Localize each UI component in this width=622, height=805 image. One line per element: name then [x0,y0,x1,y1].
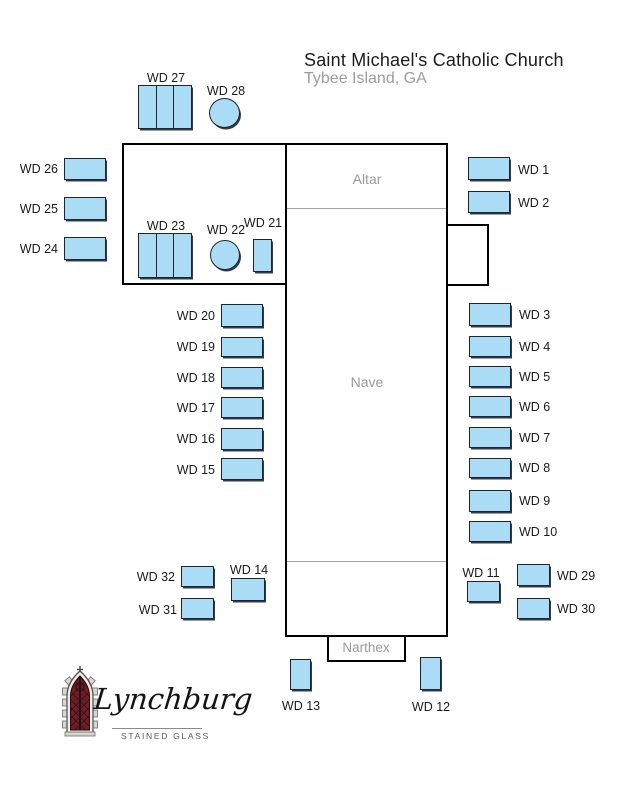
window-wd32-shape [181,566,214,587]
window-wd31-label: WD 31 [138,603,177,617]
window-wd26-label: WD 26 [19,162,58,176]
window-wd24-shape [64,237,106,260]
window-wd23-shape [138,233,192,278]
logo-divider-line [112,728,202,729]
altar-divider-line [287,208,446,209]
window-wd16-label: WD 16 [176,432,215,446]
lynchburg-logo: Lynchburg STAINED GLASS [60,664,280,750]
window-wd20-label: WD 20 [176,309,215,323]
window-wd17-shape [221,397,263,418]
window-wd5-label: WD 5 [519,370,551,384]
window-wd25-label: WD 25 [19,202,58,216]
window-wd9-shape [469,490,511,512]
window-wd20-shape [221,304,263,327]
narthex-area-label: Narthex [342,640,390,655]
window-wd19-label: WD 19 [176,340,215,354]
window-wd23-label: WD 23 [146,219,186,233]
window-wd2-label: WD 2 [518,196,550,210]
logo-tagline: STAINED GLASS [121,731,211,741]
nave-area-label: Nave [350,374,384,390]
window-wd30-shape [517,598,550,619]
window-wd27-shape [138,85,192,129]
window-wd22-label: WD 22 [206,223,246,237]
altar-area-label: Altar [352,171,382,187]
window-wd1-label: WD 1 [518,163,550,177]
window-wd12-shape [420,657,441,690]
window-wd26-shape [64,158,106,180]
window-wd11-label: WD 11 [462,566,500,580]
window-wd1-shape [468,157,510,180]
window-wd12-label: WD 12 [411,700,451,714]
window-wd14-label: WD 14 [229,563,269,577]
window-wd15-label: WD 15 [176,463,215,477]
window-wd27-label: WD 27 [146,71,186,85]
window-wd15-shape [221,458,263,480]
window-wd21-shape [253,239,272,272]
window-wd8-label: WD 8 [519,461,551,475]
window-wd10-label: WD 10 [519,525,558,539]
window-wd31-shape [181,598,214,619]
window-pane [139,86,156,128]
window-wd29-label: WD 29 [557,569,596,583]
stained-glass-window-icon [62,666,98,737]
window-wd4-label: WD 4 [519,340,551,354]
window-wd7-label: WD 7 [519,431,551,445]
window-wd3-shape [469,303,511,326]
window-wd3-label: WD 3 [519,308,551,322]
window-wd30-label: WD 30 [557,602,596,616]
building-side-room-outline [446,224,489,286]
window-wd24-label: WD 24 [19,242,58,256]
building-narthex-outline [327,635,406,662]
window-wd2-shape [468,191,510,213]
window-wd16-shape [221,428,263,450]
page-title: Saint Michael's Catholic Church [304,50,564,70]
window-wd28-shape [209,98,240,128]
window-pane [173,86,191,128]
window-wd4-shape [469,336,511,357]
window-wd18-label: WD 18 [176,371,215,385]
window-wd29-shape [517,564,550,586]
logo-company-name: Lynchburg [92,682,255,716]
window-wd13-shape [290,659,311,690]
window-wd28-label: WD 28 [206,84,246,98]
window-wd32-label: WD 32 [136,570,175,584]
window-wd14-shape [231,578,265,601]
page-subtitle: Tybee Island, GA [304,70,427,87]
window-pane [155,234,174,277]
window-wd21-label: WD 21 [243,216,283,230]
window-wd6-label: WD 6 [519,400,551,414]
window-wd5-shape [469,366,511,387]
window-wd22-shape [210,240,240,270]
window-wd6-shape [469,396,511,417]
window-wd11-shape [467,581,500,602]
window-pane [173,234,191,277]
window-wd17-label: WD 17 [176,401,215,415]
window-wd19-shape [221,337,263,357]
window-wd7-shape [469,427,511,448]
window-wd10-shape [469,521,511,542]
window-wd13-label: WD 13 [281,699,321,713]
window-wd18-shape [221,367,263,388]
window-wd8-shape [469,458,511,478]
window-wd9-label: WD 9 [519,494,551,508]
nave-divider-line [287,561,446,562]
window-pane [139,234,156,277]
window-pane [155,86,174,128]
window-wd25-shape [64,197,106,220]
building-main-body-outline [285,143,448,637]
